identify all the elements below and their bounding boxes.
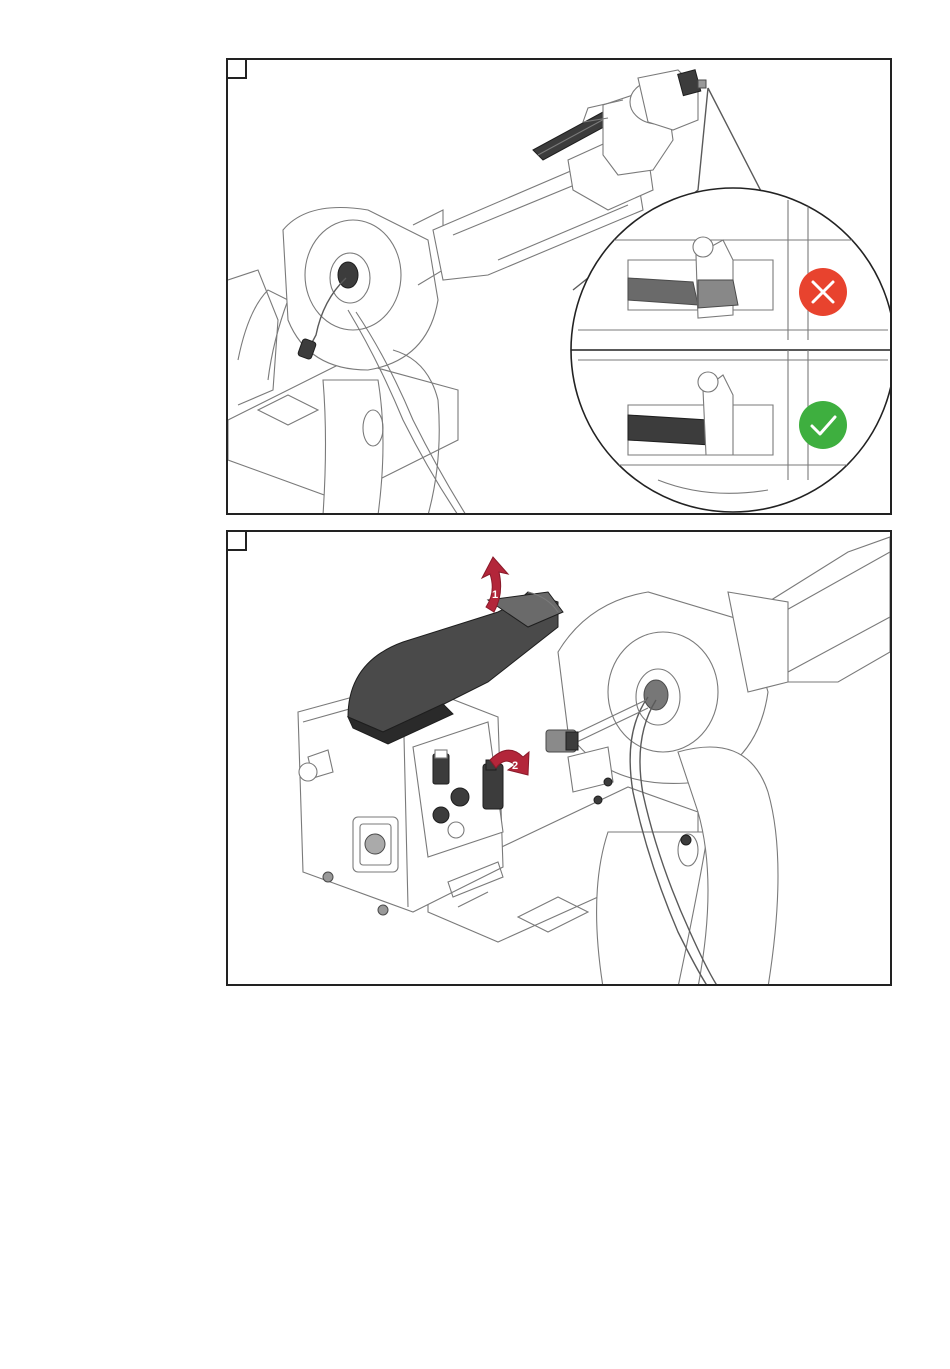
robot-arm [558,537,890,783]
cross-icon [799,268,847,316]
zoom-circle [568,188,890,512]
check-icon [799,401,847,449]
arrow-2-label: 2 [512,760,518,772]
step-1-illustration [228,60,890,513]
step-2-panel: 1 2 [226,530,892,986]
step-1-panel [226,58,892,515]
step-2-illustration: 1 2 [228,532,890,984]
arrow-1-label: 1 [492,589,498,601]
drive-mechanism [413,722,503,857]
